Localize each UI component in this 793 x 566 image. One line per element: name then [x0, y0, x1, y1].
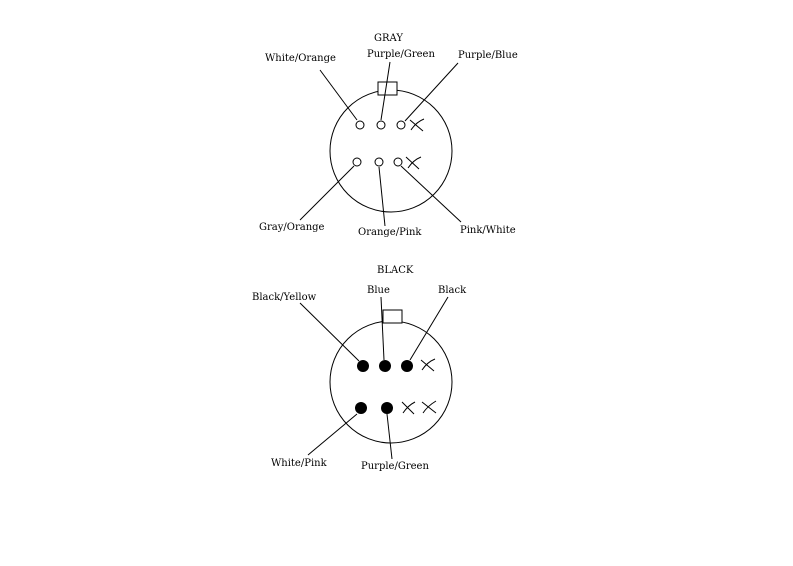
gray-leader-orange-pink	[378, 166, 386, 227]
black-leader-blue	[380, 296, 385, 361]
gray-pin-bottom-2	[374, 157, 384, 167]
black-connector-body	[329, 320, 453, 444]
black-pin-bottom-unused-x-1	[401, 401, 416, 415]
gray-pin-bottom-1	[352, 157, 362, 167]
black-label-black: Black	[438, 285, 467, 296]
gray-leader-purple-blue	[404, 62, 459, 122]
black-label-blue: Blue	[367, 285, 390, 296]
gray-label-purple-green: Purple/Green	[367, 49, 435, 60]
black-pin-top-1	[357, 360, 369, 372]
gray-connector-key	[377, 81, 398, 96]
black-leader-black-yellow	[299, 302, 360, 362]
gray-label-gray-orange: Gray/Orange	[259, 222, 325, 233]
black-pin-bottom-1	[355, 402, 367, 414]
gray-label-pink-white: Pink/White	[460, 225, 516, 236]
black-leader-black	[409, 296, 449, 361]
gray-pin-top-3	[396, 120, 406, 130]
gray-leader-white-orange	[319, 69, 358, 121]
black-pin-bottom-unused-x-2	[421, 400, 437, 414]
black-pin-top-2	[379, 360, 391, 372]
black-label-purple-green: Purple/Green	[361, 461, 429, 472]
gray-pin-bottom-3	[393, 157, 403, 167]
gray-label-orange-pink: Orange/Pink	[358, 227, 422, 238]
gray-leader-pink-white	[400, 165, 462, 223]
black-leader-purple-green	[386, 413, 393, 460]
gray-leader-gray-orange	[299, 165, 355, 221]
black-pin-top-3	[401, 360, 413, 372]
black-connector-key	[382, 309, 403, 324]
black-pin-bottom-2	[381, 402, 393, 414]
gray-label-white-orange: White/Orange	[265, 53, 336, 64]
black-connector: BLACK Black/Yellow Blue Black White/Pink…	[252, 265, 467, 472]
gray-pin-top-2	[376, 120, 386, 130]
gray-pin-top-1	[355, 120, 365, 130]
gray-label-purple-blue: Purple/Blue	[458, 50, 518, 61]
black-label-black-yellow: Black/Yellow	[252, 292, 317, 303]
gray-leader-purple-green	[380, 61, 391, 121]
black-leader-white-pink	[307, 413, 358, 456]
gray-pin-bottom-unused-x	[405, 156, 422, 170]
black-label-white-pink: White/Pink	[271, 458, 328, 469]
gray-pin-top-unused-x	[409, 118, 425, 132]
gray-connector: GRAY White/Orange Purple/Green Purple/Bl…	[259, 33, 518, 238]
black-pin-top-unused-x	[420, 358, 436, 372]
black-connector-title: BLACK	[377, 265, 414, 276]
gray-connector-title: GRAY	[374, 33, 403, 44]
